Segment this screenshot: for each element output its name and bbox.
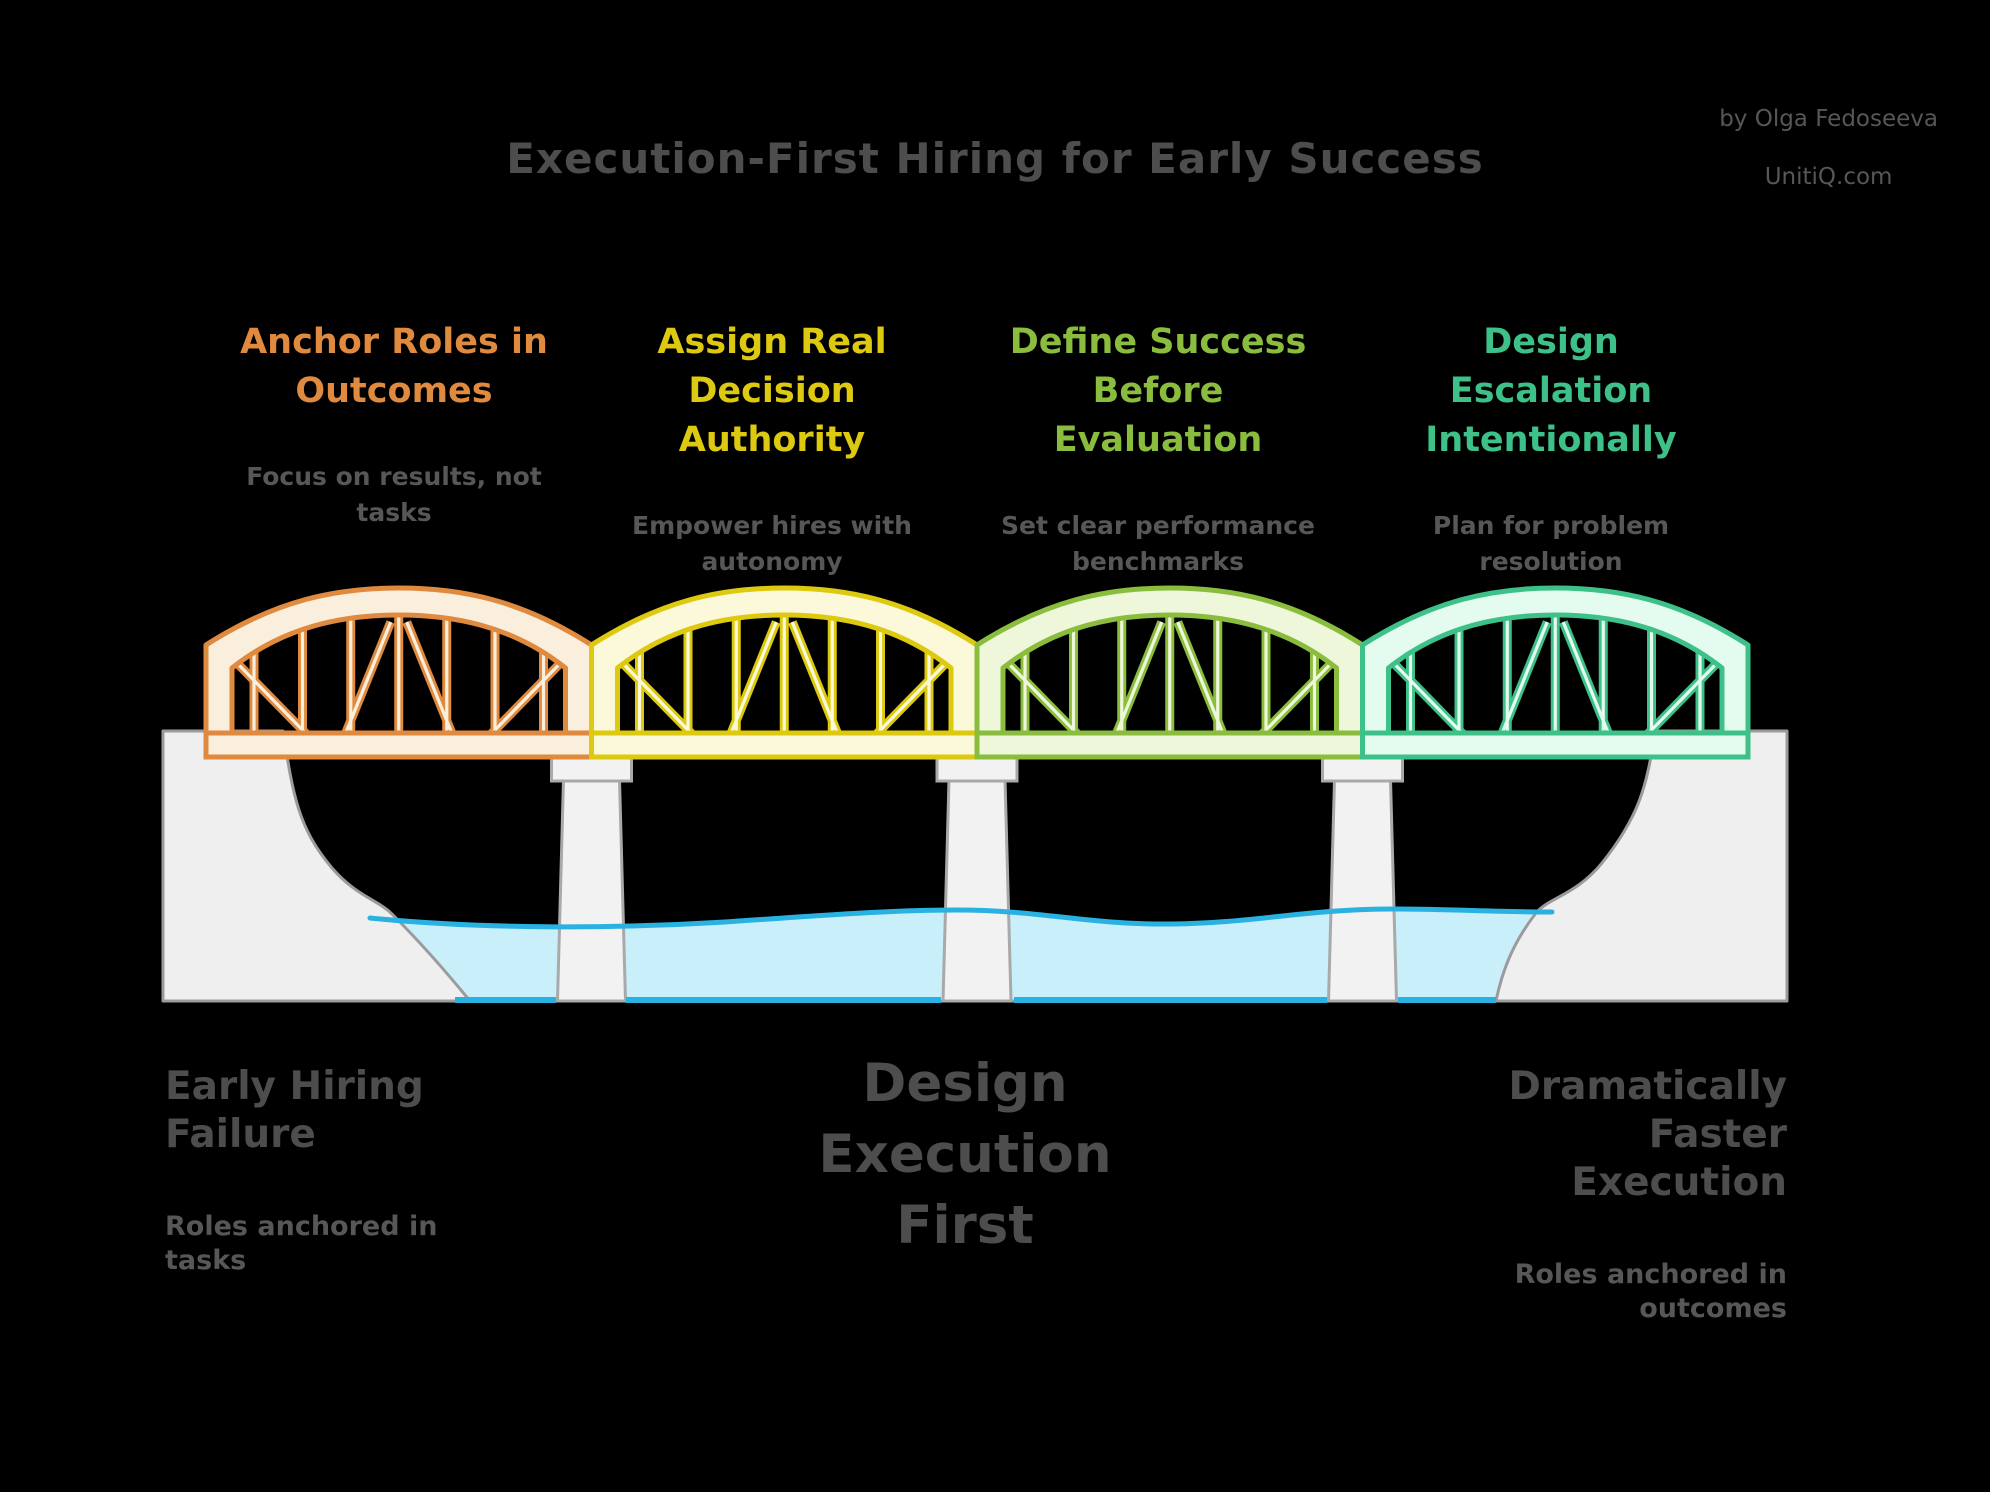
column-subtitle: Plan for problem resolution <box>1432 511 1670 576</box>
attribution-author: by Olga Fedoseeva <box>1719 106 1938 132</box>
bridge-span-design-escalation-intentionally <box>1360 585 1751 760</box>
bridge-span-anchor-roles-in-outcomes <box>203 585 594 760</box>
left-cliff <box>161 729 472 1003</box>
column-design-escalation: Design Escalation Intentionally Plan for… <box>1351 299 1751 599</box>
attribution-site: UnitiQ.com <box>1764 164 1893 190</box>
footer-left-subtitle: Roles anchored in tasks <box>165 1211 438 1276</box>
column-title: Assign Real Decision Authority <box>657 322 887 460</box>
column-title: Design Escalation Intentionally <box>1425 322 1677 460</box>
footer-right-block: Dramatically Faster Execution Roles anch… <box>1509 1044 1787 1345</box>
column-subtitle: Empower hires with autonomy <box>632 511 912 576</box>
footer-left-title: Early Hiring Failure <box>165 1064 424 1157</box>
column-title: Anchor Roles in Outcomes <box>240 322 548 411</box>
column-subtitle: Set clear performance benchmarks <box>1001 511 1315 576</box>
bridge-pier <box>1321 755 1404 1003</box>
right-cliff <box>1494 729 1789 1003</box>
attribution: by Olga Fedoseeva UnitiQ.com <box>1719 76 1938 221</box>
footer-left-block: Early Hiring Failure Roles anchored in t… <box>165 1044 437 1297</box>
bridge-pier <box>550 755 633 1003</box>
column-decision-authority: Assign Real Decision Authority Empower h… <box>572 299 972 599</box>
column-anchor-roles: Anchor Roles in Outcomes Focus on result… <box>194 299 594 550</box>
column-subtitle: Focus on results, not tasks <box>246 462 542 527</box>
column-title: Define Success Before Evaluation <box>1009 322 1307 460</box>
water-surface-line <box>367 906 1555 930</box>
bridge-piers <box>550 755 1404 1003</box>
page-title: Execution-First Hiring for Early Success <box>506 134 1484 184</box>
bridge-span-define-success-before-evaluation <box>974 585 1365 760</box>
column-define-success: Define Success Before Evaluation Set cle… <box>958 299 1358 599</box>
bridge-span-assign-real-decision-authority <box>589 585 980 760</box>
footer-center-title: Design Execution First <box>818 1053 1112 1256</box>
bridge-pier <box>935 755 1019 1003</box>
bridge-spans <box>203 585 1751 760</box>
footer-right-title: Dramatically Faster Execution <box>1508 1064 1787 1205</box>
footer-right-subtitle: Roles anchored in outcomes <box>1514 1259 1787 1324</box>
